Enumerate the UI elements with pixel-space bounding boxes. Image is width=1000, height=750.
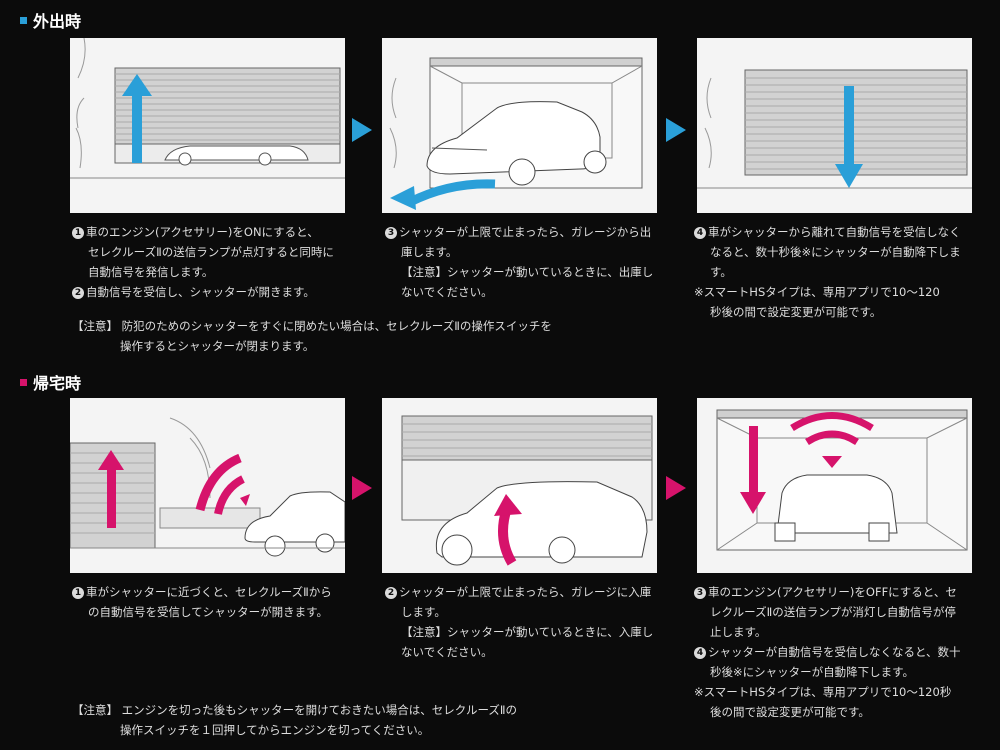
section-title-departure: 外出時 xyxy=(20,8,81,32)
step-3-caution-line-2: ないでください。 xyxy=(401,285,493,299)
step-number-2: 2 xyxy=(72,287,84,299)
step-3-line-2: 庫します。 xyxy=(401,245,458,259)
step-number-3: 3 xyxy=(694,587,706,599)
illustration-car-parked xyxy=(697,398,972,573)
step-4-line-2: なると、数十秒後※にシャッターが自動降下しま xyxy=(710,245,961,259)
next-step-arrow-icon xyxy=(666,118,686,142)
step-4-line-3: す。 xyxy=(710,265,732,279)
step-number-3: 3 xyxy=(385,227,397,239)
step-number-2: 2 xyxy=(385,587,397,599)
step-number-4: 4 xyxy=(694,647,706,659)
return-caution-note: 【注意】 エンジンを切った後もシャッターを開けておきたい場合は、セレクルーズⅡの… xyxy=(72,700,672,740)
step-3-caution-line-1: 【注意】シャッターが動いているときに、出庫し xyxy=(401,265,654,279)
caution-line-1: 【注意】 防犯のためのシャッターをすぐに閉めたい場合は、セレクルーズⅡの操作スイ… xyxy=(72,319,552,333)
illustration-car-approaching xyxy=(70,398,345,573)
illustration-shutter-closing xyxy=(697,38,972,213)
return-step-3-line-3: 止します。 xyxy=(710,625,767,639)
return-step-1-line-1: 車がシャッターに近づくと、セレクルーズⅡから xyxy=(86,585,332,599)
return-step-2-line-2: します。 xyxy=(401,605,446,619)
departure-caution-note: 【注意】 防犯のためのシャッターをすぐに閉めたい場合は、セレクルーズⅡの操作スイ… xyxy=(72,316,672,356)
step-1-line-1: 車のエンジン(アクセサリー)をONにすると、 xyxy=(86,225,319,239)
step-number-1: 1 xyxy=(72,227,84,239)
caution-line-1: 【注意】 エンジンを切った後もシャッターを開けておきたい場合は、セレクルーズⅡの xyxy=(72,703,518,717)
return-step-2-caution-line-1: 【注意】シャッターが動いているときに、入庫し xyxy=(401,625,654,639)
step-2-line-1: 自動信号を受信し、シャッターが開きます。 xyxy=(86,285,315,299)
illustration-shutter-opening xyxy=(70,38,345,213)
step-3-line-1: シャッターが上限で止まったら、ガレージから出 xyxy=(399,225,652,239)
return-step-1-line-2: の自動信号を受信してシャッターが開きます。 xyxy=(88,605,329,619)
section-title-text: 外出時 xyxy=(33,12,82,31)
next-step-arrow-icon xyxy=(352,476,372,500)
step-4-line-1: 車がシャッターから離れて自動信号を受信しなく xyxy=(708,225,961,239)
step-1-line-2: セレクルーズⅡの送信ランプが点灯すると同時に xyxy=(88,245,334,259)
next-step-arrow-icon xyxy=(352,118,372,142)
return-step-4-footnote-line-2: 後の間で設定変更が可能です。 xyxy=(710,705,870,719)
return-step-4-footnote-line-1: ※スマートHSタイプは、専用アプリで10〜120秒 xyxy=(694,685,952,699)
pink-square-icon xyxy=(20,378,27,386)
return-step-3-line-2: レクルーズⅡの送信ランプが消灯し自動信号が停 xyxy=(710,605,956,619)
next-step-arrow-icon xyxy=(666,476,686,500)
illustration-car-exiting xyxy=(382,38,657,213)
return-step-3-line-1: 車のエンジン(アクセサリー)をOFFにすると、セ xyxy=(708,585,957,599)
step-1-line-3: 自動信号を発信します。 xyxy=(88,265,214,279)
step-number-4: 4 xyxy=(694,227,706,239)
step-4-footnote-line-1: ※スマートHSタイプは、専用アプリで10〜120 xyxy=(694,285,940,299)
step-number-1: 1 xyxy=(72,587,84,599)
section-title-return: 帰宅時 xyxy=(20,370,81,394)
section-title-text: 帰宅時 xyxy=(33,374,82,393)
caution-line-2: 操作スイッチを１回押してからエンジンを切ってください。 xyxy=(120,723,430,737)
return-step-4-line-2: 秒後※にシャッターが自動降下します。 xyxy=(710,665,914,679)
blue-square-icon xyxy=(20,16,27,24)
return-step-2-line-1: シャッターが上限で止まったら、ガレージに入庫 xyxy=(399,585,652,599)
caution-line-2: 操作するとシャッターが閉まります。 xyxy=(120,339,315,353)
return-step-2-caution-line-2: ないでください。 xyxy=(401,645,493,659)
step-4-footnote-line-2: 秒後の間で設定変更が可能です。 xyxy=(710,305,882,319)
illustration-car-entering xyxy=(382,398,657,573)
return-step-4-line-1: シャッターが自動信号を受信しなくなると、数十 xyxy=(708,645,961,659)
